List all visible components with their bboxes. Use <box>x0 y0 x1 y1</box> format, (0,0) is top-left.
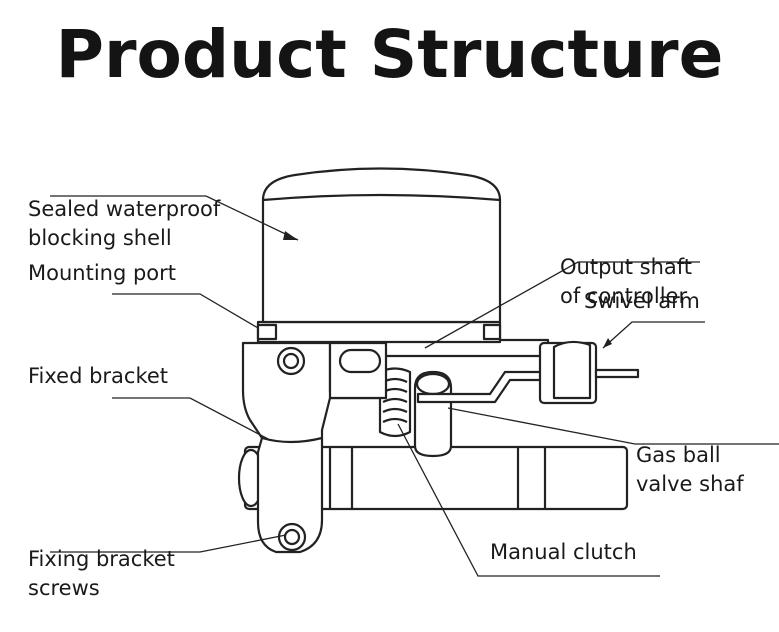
manual-clutch-spring <box>378 367 412 438</box>
arrow-swivel <box>603 338 612 348</box>
sealed-shell <box>261 167 502 324</box>
label-fixed-bracket: Fixed bracket <box>28 364 169 388</box>
label-manual-clutch: Manual clutch <box>490 540 637 564</box>
leader-sealed <box>50 195 299 241</box>
label-mounting-port: Mounting port <box>28 261 177 285</box>
pipe <box>237 445 629 511</box>
label-swivel-arm: Swivel arm <box>584 289 700 313</box>
leader-screws <box>50 534 287 553</box>
leader-fixed <box>112 397 271 441</box>
valve-shaft-body <box>413 370 453 458</box>
arrow-sealed <box>283 231 298 240</box>
leader-clutch <box>397 423 660 577</box>
page-title: Product Structure <box>55 16 724 93</box>
leader-swivel <box>602 321 705 349</box>
leader-gas <box>447 407 779 445</box>
leader-output <box>424 261 700 349</box>
leader-mounting <box>112 293 259 329</box>
controller-base <box>256 320 502 344</box>
swivel-arm <box>376 338 640 405</box>
valve-controller-drawing <box>50 167 779 577</box>
